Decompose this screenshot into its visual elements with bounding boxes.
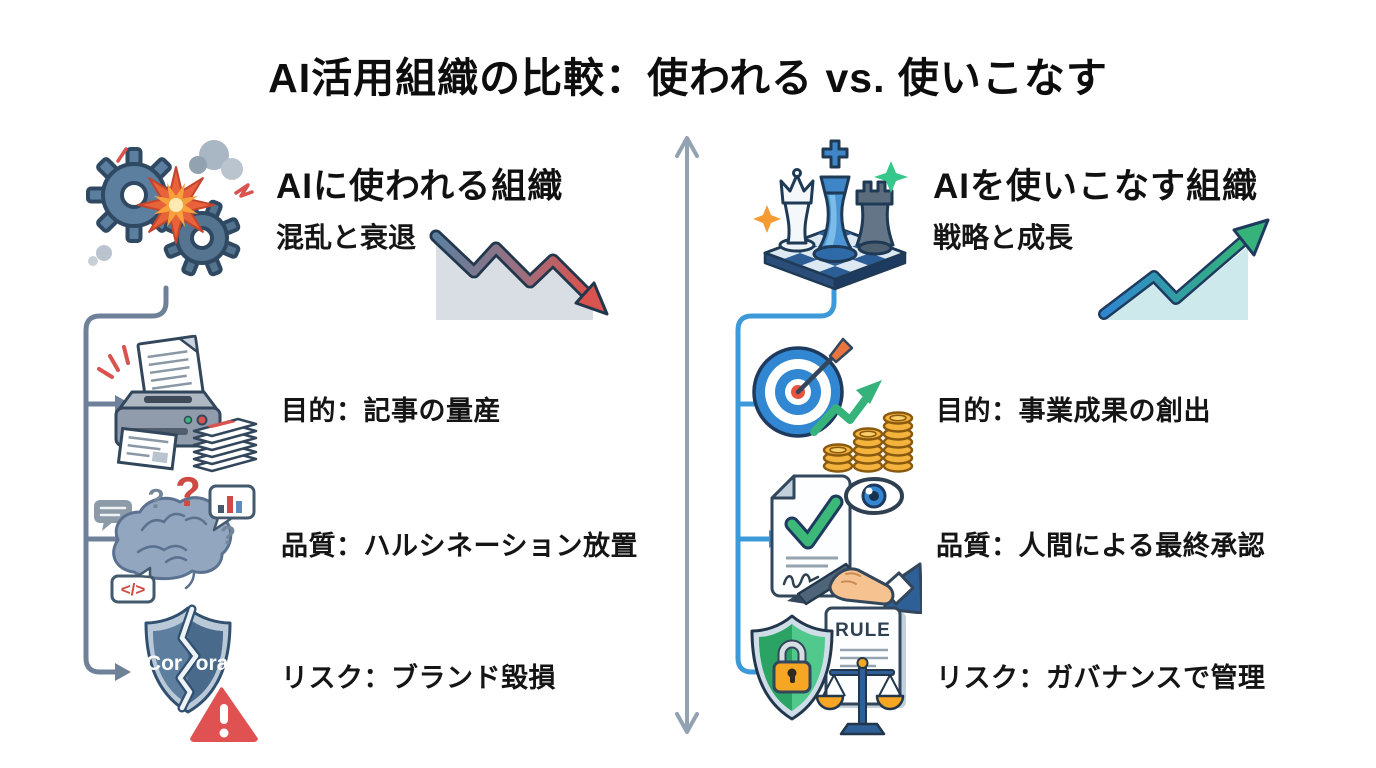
signature [782, 573, 820, 589]
right-row1-label: 目的：事業成果の創出 [936, 396, 1211, 426]
scales-of-justice [815, 657, 905, 736]
warning-triangle [186, 683, 262, 746]
paper-stack [192, 417, 258, 473]
padlock [772, 639, 812, 694]
code-glyph: </> [121, 580, 146, 599]
orange-sparkle [753, 205, 781, 233]
left-subtitle: 混乱と衰退 [276, 222, 417, 253]
brain-shape [112, 496, 233, 581]
hand-with-pen [787, 562, 922, 614]
left-connector-line [83, 285, 169, 675]
output-paper [116, 426, 178, 471]
left-row2-label: 品質：ハルシネーション放置 [281, 531, 638, 561]
rule-text: RULE [835, 620, 891, 641]
governance-shield-icon: RULE [746, 600, 928, 750]
cracked-shield-icon: Cor ora [116, 604, 268, 746]
growth-arrow [810, 380, 882, 436]
right-row3-label: リスク：ガバナンスで管理 [936, 663, 1266, 693]
chart-speech-bubble [208, 484, 256, 532]
right-heading: AIを使いこなす組織 [933, 167, 1259, 206]
vertical-double-arrow-divider [675, 136, 699, 734]
green-sparkle [874, 161, 908, 193]
colliding-gears-icon [84, 130, 264, 292]
rising-chart-icon [1096, 202, 1296, 327]
spark-marks [116, 147, 254, 198]
left-heading: AIに使われる組織 [276, 167, 564, 206]
left-row1-label: 目的：記事の量産 [281, 396, 501, 426]
shield-text-left: Cor [146, 652, 182, 675]
document [770, 474, 852, 598]
question-mark-gray-2: ? [220, 520, 236, 550]
left-row3-label: リスク：ブランド毀損 [281, 663, 556, 693]
smoke-puffs [88, 140, 243, 266]
dark-rook [855, 180, 895, 256]
question-mark-gray-1: ? [147, 483, 164, 514]
green-shield [750, 614, 834, 721]
page-title: AI活用組織の比較：使われる vs. 使いこなす [268, 55, 1108, 101]
blue-king [812, 139, 858, 263]
right-row2-label: 品質：人間による最終承認 [936, 531, 1266, 561]
chess-pieces-icon [745, 130, 925, 297]
shield-text-right: ora [196, 652, 229, 675]
question-mark-red: ? [175, 468, 201, 515]
alert-strokes [97, 345, 130, 379]
declining-chart-icon [426, 214, 633, 328]
coin-stacks [822, 411, 914, 473]
brain-hallucination-icon: ? ? ? </> [90, 464, 270, 614]
document-approval-icon [742, 462, 922, 614]
white-queen [778, 168, 816, 253]
printer-icon [90, 332, 270, 482]
crack [175, 604, 201, 713]
target-coins-icon [740, 330, 925, 480]
dart [795, 337, 854, 395]
code-speech-bubble: </> [110, 566, 156, 604]
right-subtitle: 戦略と成長 [933, 222, 1074, 253]
eye [844, 477, 904, 515]
rule-document: RULE [824, 606, 906, 708]
